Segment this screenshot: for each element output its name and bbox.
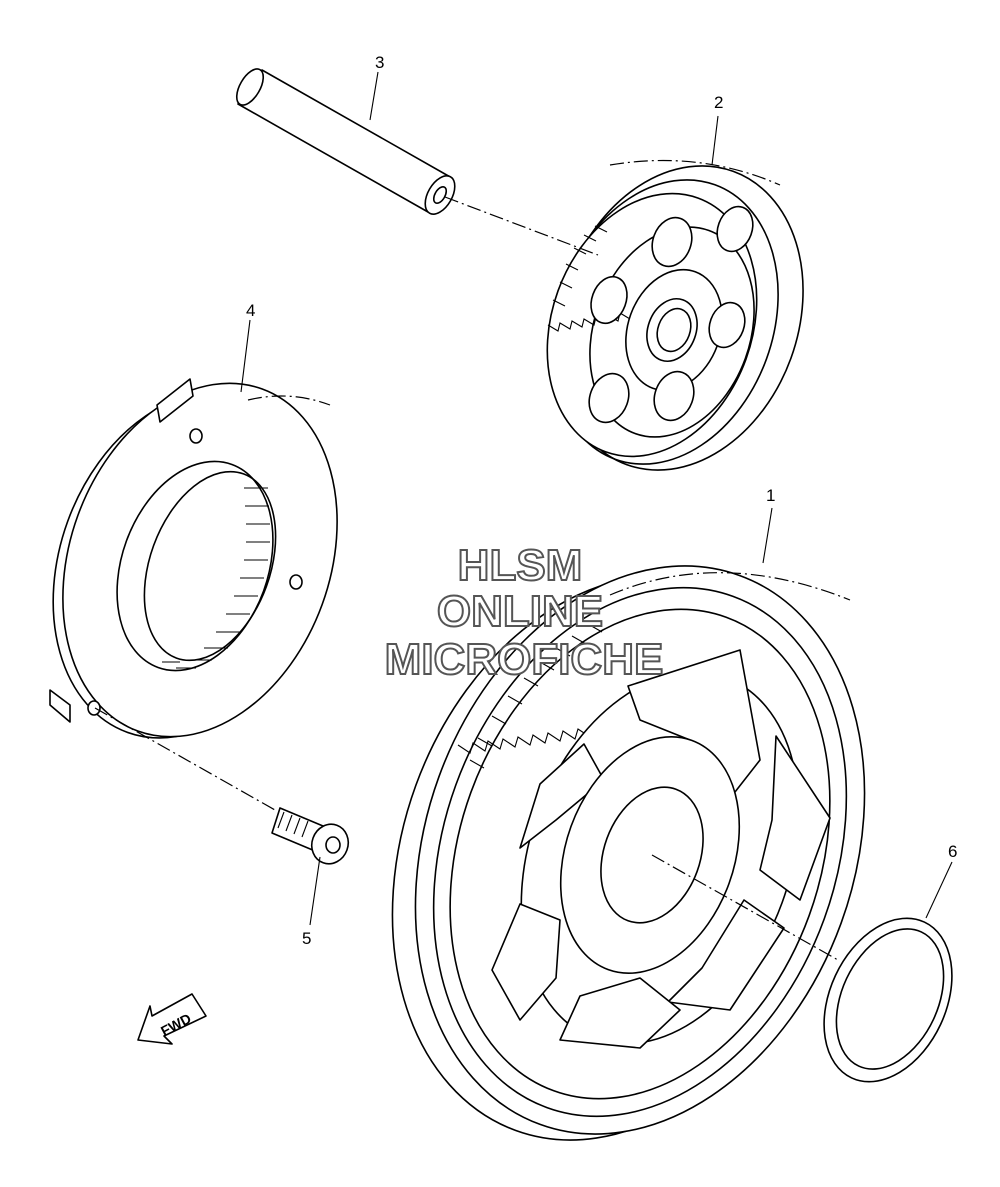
callout-labels: 1 2 3 4 5 6 <box>246 53 957 948</box>
watermark-line-2: ONLINE <box>437 587 603 636</box>
callout-2: 2 <box>714 93 723 112</box>
part-6-washer <box>823 917 953 1083</box>
part-4-one-way-clutch <box>49 378 338 739</box>
part-3-shaft <box>235 68 456 215</box>
fwd-direction-arrow: FWD <box>137 993 207 1045</box>
callout-1: 1 <box>766 486 775 505</box>
assembly-centerlines <box>94 159 851 961</box>
part-2-idler-gear <box>546 165 804 471</box>
watermark-line-1: HLSM <box>458 541 583 590</box>
callout-3: 3 <box>375 53 384 72</box>
callout-6: 6 <box>948 842 957 861</box>
watermark: HLSM ONLINE MICROFICHE <box>384 540 665 685</box>
part-5-bolt <box>271 807 350 865</box>
callout-4: 4 <box>246 301 255 320</box>
part-1-starter-wheel-gear <box>391 565 866 1141</box>
callout-5: 5 <box>302 929 311 948</box>
leader-lines <box>240 71 953 926</box>
watermark-line-3: MICROFICHE <box>385 635 664 684</box>
part-4-sprag-rollers <box>162 487 270 669</box>
